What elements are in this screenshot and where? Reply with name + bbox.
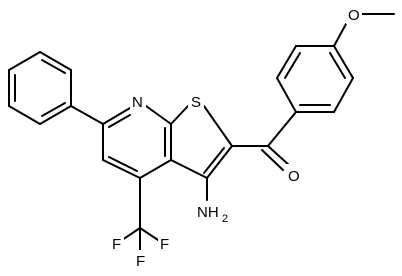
- thiophene-sulfur-label: S: [191, 94, 201, 111]
- bond: [170, 159, 208, 179]
- pyridine-ring: [102, 105, 172, 179]
- amino-nh-label: NH: [197, 204, 219, 221]
- bond: [333, 23, 347, 47]
- methoxy-oxygen-label: O: [348, 7, 360, 24]
- bond: [333, 77, 354, 113]
- bond: [333, 45, 354, 79]
- bond: [41, 59, 66, 74]
- bond: [108, 156, 138, 172]
- methoxy-group: [333, 13, 395, 47]
- amino-label: NH 2: [196, 201, 236, 225]
- bond: [170, 105, 189, 125]
- carbonyl-oxygen-label: O: [288, 168, 300, 185]
- trifluoromethyl-group: [121, 177, 159, 251]
- bond: [41, 102, 66, 117]
- amino-subscript-label: 2: [222, 213, 228, 225]
- phenyl-ring: [8, 51, 72, 125]
- bond: [329, 52, 346, 79]
- bond: [102, 107, 131, 125]
- bond: [145, 105, 172, 125]
- bond: [267, 111, 297, 147]
- bond: [39, 51, 72, 71]
- bond: [284, 52, 301, 79]
- bond: [121, 227, 141, 241]
- thiophene-ring: [170, 105, 233, 179]
- bond: [276, 77, 297, 113]
- pyridine-nitrogen-label: N: [132, 94, 143, 111]
- bond: [203, 147, 225, 174]
- bond: [39, 105, 72, 125]
- bond: [70, 105, 104, 125]
- methoxyphenyl-ring: [276, 45, 354, 113]
- bond: [206, 145, 233, 179]
- bond: [261, 149, 284, 171]
- bond: [8, 51, 41, 71]
- bond: [8, 105, 41, 125]
- bond: [108, 114, 131, 128]
- bond: [139, 159, 172, 179]
- bond: [276, 45, 297, 79]
- fluorine-label-right: F: [160, 236, 169, 253]
- bond: [139, 227, 159, 241]
- bond: [203, 105, 233, 147]
- carbonyl-group: [231, 111, 297, 171]
- fluorine-label-left: F: [112, 236, 121, 253]
- bond: [267, 145, 291, 167]
- bond: [102, 159, 141, 179]
- fluorine-label-bottom: F: [136, 253, 145, 270]
